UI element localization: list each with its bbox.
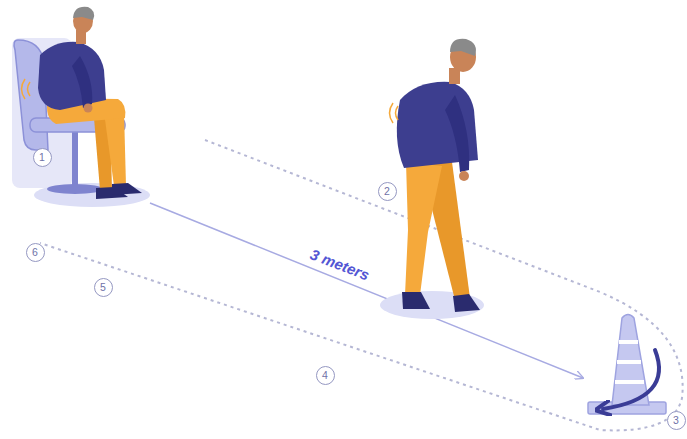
callout-number: 1 bbox=[33, 148, 52, 167]
distance-line bbox=[150, 203, 583, 378]
front-shin bbox=[104, 112, 126, 186]
cone-stripes bbox=[615, 342, 644, 382]
callout-number: 6 bbox=[26, 243, 45, 262]
callout-number: 4 bbox=[316, 366, 335, 385]
dimension-label: 3 meters bbox=[308, 245, 372, 283]
floor-shadow bbox=[34, 183, 150, 207]
arm bbox=[72, 56, 92, 108]
hair bbox=[73, 7, 94, 20]
shoe bbox=[112, 183, 142, 195]
walking-path bbox=[40, 140, 683, 430]
shoe bbox=[453, 294, 480, 312]
callout-number: 3 bbox=[667, 411, 686, 430]
callout-number: 2 bbox=[378, 182, 397, 201]
front-leg bbox=[405, 162, 442, 295]
turn-arrow bbox=[603, 350, 659, 409]
arm bbox=[445, 95, 469, 172]
hand bbox=[459, 171, 469, 181]
sensor-signal bbox=[22, 79, 31, 99]
hair bbox=[450, 39, 476, 56]
hand bbox=[84, 104, 93, 113]
chair-base bbox=[47, 184, 103, 194]
floor-shadow bbox=[380, 291, 484, 319]
cone bbox=[612, 315, 649, 406]
torso bbox=[38, 42, 106, 110]
sensor-signal bbox=[390, 103, 399, 123]
chair-stem bbox=[72, 132, 78, 187]
shoe bbox=[402, 292, 430, 309]
callout-number: 5 bbox=[94, 278, 113, 297]
